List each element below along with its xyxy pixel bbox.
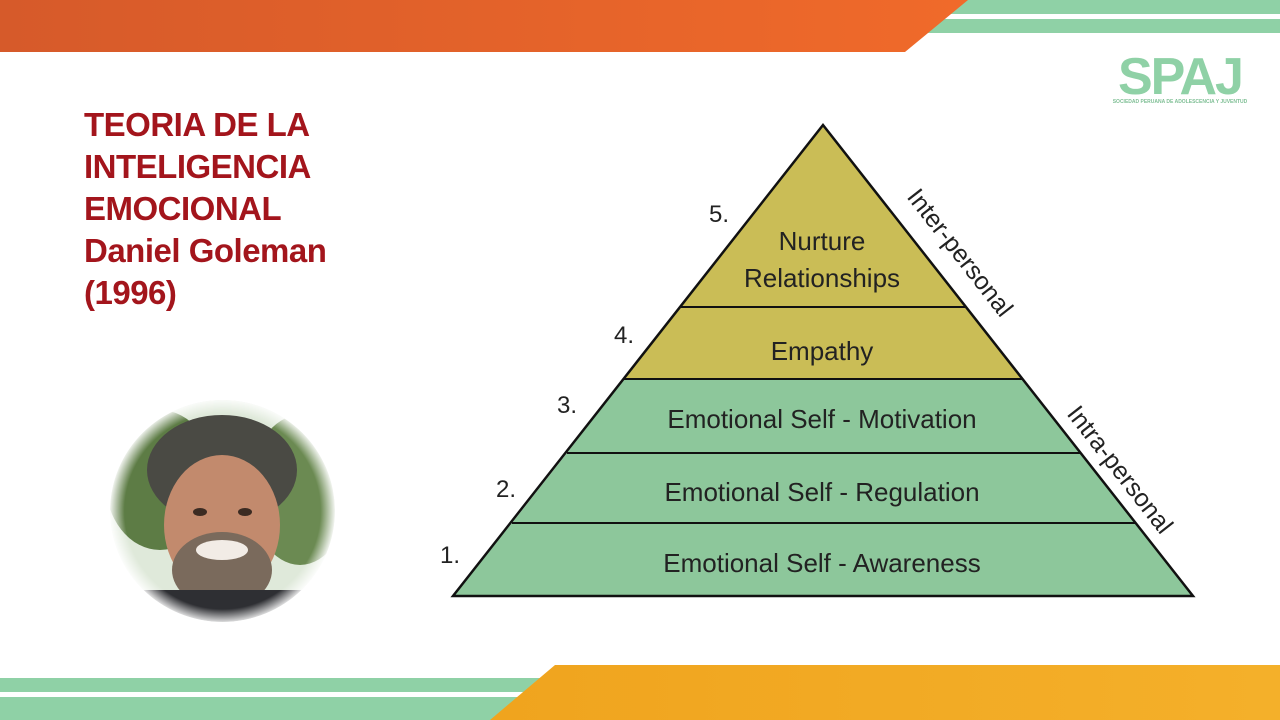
spaj-logo: SPAJ SOCIEDAD PERUANA DE ADOLESCENCIA Y … — [1105, 48, 1255, 108]
pyramid-level-2 — [512, 453, 1136, 523]
title-line-2: INTELIGENCIA — [84, 148, 311, 185]
title-line-1: TEORIA DE LA — [84, 106, 310, 143]
level-3-number: 3. — [557, 392, 577, 419]
pyramid: Nurture Relationships Empathy Emotional … — [440, 122, 1196, 598]
pyramid-level-3 — [567, 379, 1080, 453]
level-2-number: 2. — [496, 476, 516, 503]
level-5-number: 5. — [709, 201, 729, 228]
logo-wordmark: SPAJ — [1118, 48, 1244, 106]
top-orange-band — [0, 0, 968, 52]
portrait-photo — [110, 400, 335, 622]
level-3-label: Emotional Self - Motivation — [667, 404, 976, 434]
pyramid-outline — [450, 122, 1196, 598]
bottom-band — [0, 665, 1280, 720]
bottom-yellow-band — [490, 665, 1280, 720]
level-1-number: 1. — [440, 542, 460, 569]
level-1-label: Emotional Self - Awareness — [663, 548, 980, 578]
title-line-4: Daniel Goleman — [84, 232, 327, 269]
level-5-label-line1: Nurture — [779, 226, 866, 256]
top-band — [0, 0, 1280, 52]
level-2-label: Emotional Self - Regulation — [664, 477, 979, 507]
title-line-5: (1996) — [84, 274, 177, 311]
pyramid-level-4 — [624, 307, 1022, 379]
slide-title: TEORIA DE LA INTELIGENCIA EMOCIONAL Dani… — [84, 104, 414, 314]
pyramid-level-5 — [681, 125, 965, 307]
portrait-illustration — [110, 400, 335, 622]
level-4-label: Empathy — [771, 336, 874, 366]
bottom-white-line — [0, 692, 600, 697]
logo-subtitle: SOCIEDAD PERUANA DE ADOLESCENCIA Y JUVEN… — [1112, 99, 1248, 105]
level-5-label-line2: Relationships — [744, 263, 900, 293]
title-line-3: EMOCIONAL — [84, 190, 282, 227]
pyramid-level-1 — [453, 523, 1193, 596]
level-4-number: 4. — [614, 322, 634, 349]
